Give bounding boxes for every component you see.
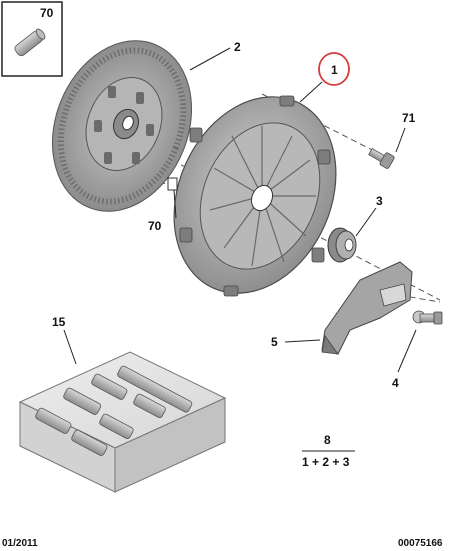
release-fork xyxy=(321,261,413,355)
callout-15: 15 xyxy=(52,315,66,329)
footer-date: 01/2011 xyxy=(2,538,38,549)
pin-set xyxy=(35,365,193,456)
callout-5: 5 xyxy=(271,335,278,349)
highlight-circle xyxy=(318,52,350,86)
pin-kit-box xyxy=(18,351,227,493)
clutch-disc xyxy=(51,40,193,212)
dowel-pin-icon xyxy=(14,28,46,57)
bolt xyxy=(368,147,395,169)
callout-70-inset: 70 xyxy=(40,6,54,20)
callout-8-formula: 1 + 2 + 3 xyxy=(302,455,350,469)
pivot-stud xyxy=(412,310,443,325)
pressure-plate xyxy=(173,95,337,297)
locating-dowel xyxy=(167,177,178,191)
callout-3: 3 xyxy=(376,194,383,208)
footer-reference: 00075166 xyxy=(398,538,443,549)
leader-lines xyxy=(63,47,417,452)
inset-box-70: 70 xyxy=(1,1,63,77)
callout-8: 8 xyxy=(324,433,331,447)
callout-71: 71 xyxy=(402,111,416,125)
callout-70: 70 xyxy=(148,219,162,233)
callout-2: 2 xyxy=(234,40,241,54)
callout-4: 4 xyxy=(392,376,399,390)
release-bearing xyxy=(327,227,357,263)
callout-1: 1 xyxy=(331,63,338,77)
